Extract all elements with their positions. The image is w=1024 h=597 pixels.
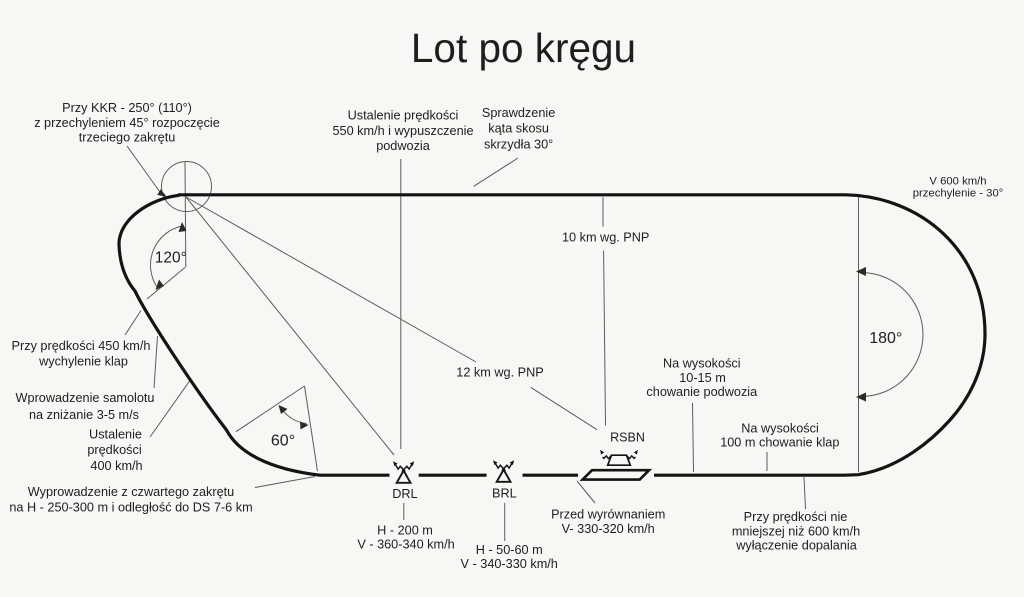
svg-text:podwozia: podwozia (376, 139, 431, 153)
svg-text:400 km/h: 400 km/h (90, 459, 142, 473)
svg-text:H - 200 m: H - 200 m (377, 523, 433, 537)
svg-text:RSBN: RSBN (610, 430, 645, 444)
svg-text:V- 330-320 km/h: V- 330-320 km/h (562, 522, 655, 536)
svg-text:Wprowadzenie samolotu: Wprowadzenie samolotu (16, 391, 155, 405)
svg-text:skrzydła 30°: skrzydła 30° (484, 138, 553, 152)
svg-text:Sprawdzenie: Sprawdzenie (482, 106, 555, 120)
svg-text:V 600 km/h: V 600 km/h (929, 176, 986, 188)
svg-text:Przed wyrównaniem: Przed wyrównaniem (551, 507, 665, 521)
svg-text:V - 340-330 km/h: V - 340-330 km/h (461, 557, 558, 571)
svg-text:z przechyleniem 45° rozpoczęci: z przechyleniem 45° rozpoczęcie (34, 116, 220, 130)
svg-text:12 km wg. PNP: 12 km wg. PNP (456, 366, 543, 380)
svg-text:Ustalenie: Ustalenie (89, 428, 142, 442)
svg-text:Ustalenie prędkości: Ustalenie prędkości (348, 109, 459, 123)
svg-text:60°: 60° (271, 433, 295, 450)
svg-text:H - 50-60 m: H - 50-60 m (476, 543, 543, 557)
svg-text:wychylenie klap: wychylenie klap (38, 355, 128, 369)
svg-text:Na wysokości: Na wysokości (741, 421, 819, 435)
svg-text:DRL: DRL (392, 487, 417, 501)
svg-text:BRL: BRL (492, 487, 517, 501)
svg-text:120°: 120° (155, 250, 187, 267)
svg-text:Wyprowadzenie z czwartego zakr: Wyprowadzenie z czwartego zakrętu (28, 485, 235, 499)
svg-text:10-15 m: 10-15 m (679, 371, 726, 385)
svg-text:Lot po kręgu: Lot po kręgu (411, 25, 636, 71)
svg-text:mniejszej niż 600 km/h: mniejszej niż 600 km/h (732, 524, 860, 538)
svg-text:Przy prędkości nie: Przy prędkości nie (744, 510, 848, 524)
svg-text:prędkości: prędkości (87, 443, 141, 457)
svg-text:trzeciego zakrętu: trzeciego zakrętu (79, 131, 176, 145)
svg-text:550 km/h i wypuszczenie: 550 km/h i wypuszczenie (332, 124, 473, 138)
svg-text:chowanie podwozia: chowanie podwozia (646, 385, 758, 399)
svg-text:na zniżanie 3-5 m/s: na zniżanie 3-5 m/s (29, 408, 139, 422)
svg-text:na H - 250-300 m i odległość d: na H - 250-300 m i odległość do DS 7-6 k… (9, 501, 252, 515)
svg-text:Przy KKR - 250° (110°): Przy KKR - 250° (110°) (62, 101, 192, 115)
svg-text:10 km wg. PNP: 10 km wg. PNP (562, 230, 649, 244)
svg-text:Przy prędkości 450 km/h: Przy prędkości 450 km/h (12, 339, 151, 353)
svg-text:wyłączenie dopalania: wyłączenie dopalania (735, 538, 858, 552)
svg-text:przechylenie - 30°: przechylenie - 30° (913, 187, 1004, 199)
svg-text:Na wysokości: Na wysokości (663, 356, 741, 370)
svg-text:180°: 180° (869, 330, 902, 347)
svg-text:kąta skosu: kąta skosu (488, 122, 549, 136)
svg-text:V - 360-340 km/h: V - 360-340 km/h (357, 537, 454, 551)
svg-text:100 m chowanie klap: 100 m chowanie klap (720, 435, 839, 449)
